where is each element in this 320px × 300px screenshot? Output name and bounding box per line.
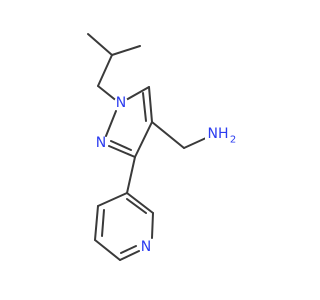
bond-ch2-n1 xyxy=(97,85,119,103)
bond-py-c4-c5-double xyxy=(101,209,105,237)
bond-py-c6-n xyxy=(119,250,140,261)
atom-pyridine-n: N xyxy=(139,239,153,255)
bond-c4-ch2 xyxy=(151,121,185,149)
bond-py-c5-c6 xyxy=(94,239,121,261)
bond-c5-c4-double xyxy=(142,92,147,122)
structure-drawing: N N NH 2 N xyxy=(87,33,236,261)
atom-n1: N xyxy=(114,95,128,111)
bond-n2-n1 xyxy=(105,110,117,137)
bond-c3-n2-double xyxy=(110,140,132,151)
bond-methyl-left xyxy=(87,33,113,56)
bond-c3-pyridine xyxy=(126,156,136,194)
bond-c3-n2 xyxy=(108,145,136,158)
atom-n2-label: N xyxy=(96,135,106,151)
atom-n1-label: N xyxy=(116,95,126,111)
amine-subscript: 2 xyxy=(230,135,236,146)
amine-label: NH xyxy=(208,126,229,142)
bond-isobutyl-chain xyxy=(97,54,113,87)
bond-py-c2-c3-double xyxy=(126,198,147,214)
bond-py-c3-c4 xyxy=(97,192,128,207)
bond-ch2-nh2 xyxy=(183,137,207,149)
bond-py-c6-n-double xyxy=(120,245,137,254)
bond-py-n-c2 xyxy=(151,212,154,239)
atom-amine: NH 2 xyxy=(205,124,236,146)
bonds xyxy=(87,33,207,261)
bond-py-c4-c5 xyxy=(94,205,99,241)
bond-methyl-right xyxy=(111,45,141,56)
bond-py-c2-c3 xyxy=(126,192,154,214)
bond-c5-c4 xyxy=(148,86,153,123)
bond-n1-c5 xyxy=(125,86,150,101)
molecule-canvas: N N NH 2 N xyxy=(87,33,237,261)
atom-n2: N xyxy=(94,135,108,151)
atom-labels: N N NH 2 N xyxy=(94,95,236,255)
bond-c4-c3 xyxy=(134,121,153,158)
pyridine-n-label: N xyxy=(141,239,151,255)
